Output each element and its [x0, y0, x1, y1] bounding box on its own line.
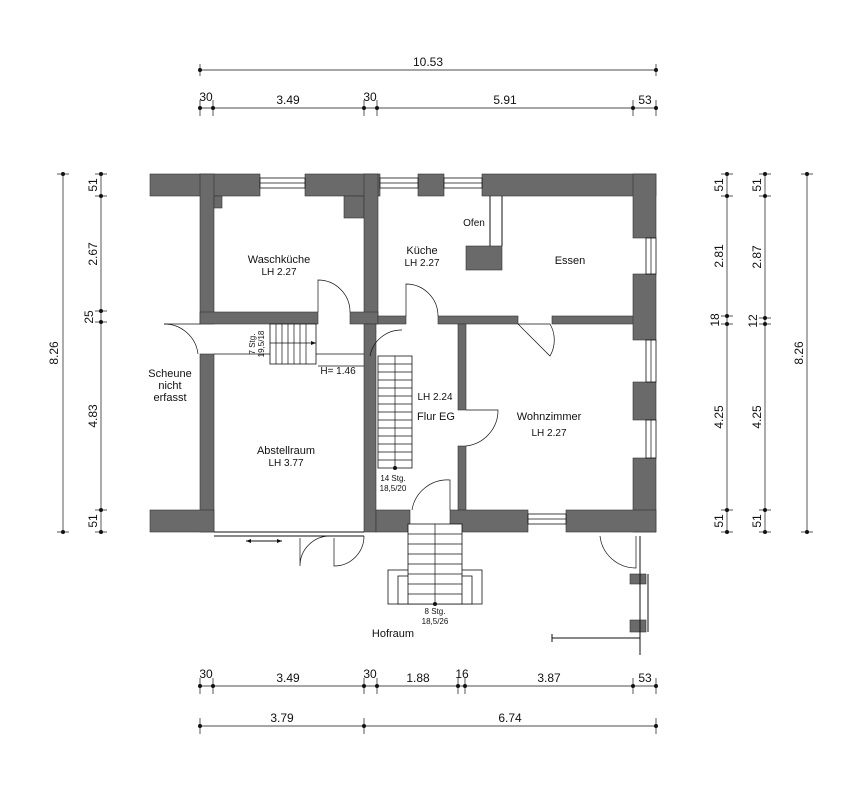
bottom-dimensions: 30 3.49 30 1.88 16 3.87 53 3.79 6.74 [198, 667, 658, 734]
dim-bottom-seg-3: 30 [363, 667, 377, 681]
doors [163, 279, 637, 569]
abstellraum-name: Abstellraum [257, 445, 315, 457]
dim-bottom-total-2: 6.74 [498, 711, 522, 725]
dim-top-seg-4: 5.91 [493, 93, 517, 107]
ofen-label: Ofen [463, 218, 485, 229]
stair-7-count: 7 Stg. [248, 334, 257, 355]
dim-bottom-seg-7: 53 [638, 671, 652, 685]
dim-top-seg-3: 30 [363, 90, 377, 104]
stair-14 [377, 355, 413, 470]
dim-left-total: 8.26 [47, 341, 61, 365]
waschkueche-name: Waschküche [248, 254, 311, 266]
top-dimensions: 10.53 30 3.49 30 5.91 53 [198, 55, 658, 116]
abstellraum-height: LH 3.77 [268, 458, 303, 469]
essen-label: Essen [555, 255, 586, 267]
dim-left-seg-5: 51 [86, 514, 100, 528]
dim-right-b-5: 51 [750, 514, 764, 528]
dim-top-seg-2: 3.49 [276, 93, 300, 107]
dim-bottom-seg-1: 30 [199, 667, 213, 681]
dim-right-a-1: 51 [712, 178, 726, 192]
stair-7-ratio: 19,5/18 [257, 330, 266, 357]
dim-right-total: 8.26 [792, 341, 806, 365]
fence [551, 536, 649, 655]
stair-8 [387, 523, 483, 606]
stair-14-count: 14 Stg. [380, 474, 405, 483]
dim-bottom-seg-6: 3.87 [537, 671, 561, 685]
kueche-height: LH 2.27 [404, 258, 439, 269]
dim-right-a-2: 2.81 [712, 244, 726, 268]
dim-right-b-3: 12 [746, 314, 760, 328]
dim-bottom-seg-2: 3.49 [276, 671, 300, 685]
stair-labels: 7 Stg. 19,5/18 H= 1.46 14 Stg. 18,5/20 8… [248, 330, 449, 626]
scheune-line-2: nicht [158, 380, 181, 392]
wohnzimmer-height: LH 2.27 [531, 428, 566, 439]
scheune-line-1: Scheune [148, 368, 191, 380]
flur-height: LH 2.24 [417, 392, 452, 403]
stair-8-count: 8 Stg. [425, 607, 446, 616]
stair-8-ratio: 18,5/26 [422, 617, 449, 626]
room-labels: Waschküche LH 2.27 Küche LH 2.27 Ofen Es… [148, 218, 585, 640]
dim-left-seg-2: 2.67 [86, 242, 100, 266]
dim-bottom-seg-4: 1.88 [406, 671, 430, 685]
dim-bottom-total-1: 3.79 [270, 711, 294, 725]
dim-left-seg-3: 25 [82, 310, 96, 324]
dim-left-seg-1: 51 [86, 178, 100, 192]
stair-14-ratio: 18,5/20 [380, 484, 407, 493]
left-dimensions: 8.26 51 2.67 25 4.83 51 [47, 172, 107, 534]
dim-bottom-seg-5: 16 [455, 667, 469, 681]
dim-top-seg-5: 53 [638, 93, 652, 107]
dim-top-total: 10.53 [413, 55, 443, 69]
wohnzimmer-name: Wohnzimmer [517, 411, 582, 423]
dim-right-b-1: 51 [750, 178, 764, 192]
scheune-line-3: erfasst [153, 392, 186, 404]
dim-right-b-2: 2.87 [750, 245, 764, 269]
dim-right-b-4: 4.25 [750, 405, 764, 429]
windows [259, 177, 657, 525]
interior-lines [214, 196, 503, 543]
hofraum-label: Hofraum [372, 628, 414, 640]
flur-name: Flur EG [417, 411, 455, 423]
dim-right-a-5: 51 [712, 514, 726, 528]
dim-top-seg-1: 30 [199, 90, 213, 104]
dim-right-a-3: 18 [708, 313, 722, 327]
kueche-name: Küche [406, 245, 437, 257]
waschkueche-height: LH 2.27 [261, 267, 296, 278]
right-dimensions: 51 2.81 18 4.25 51 51 2.87 12 4.25 51 8.… [708, 172, 813, 534]
dim-right-a-4: 4.25 [712, 405, 726, 429]
walls [149, 173, 657, 533]
stair-7 [269, 323, 317, 365]
dim-left-seg-4: 4.83 [86, 404, 100, 428]
stair-height-note: H= 1.46 [320, 366, 356, 377]
